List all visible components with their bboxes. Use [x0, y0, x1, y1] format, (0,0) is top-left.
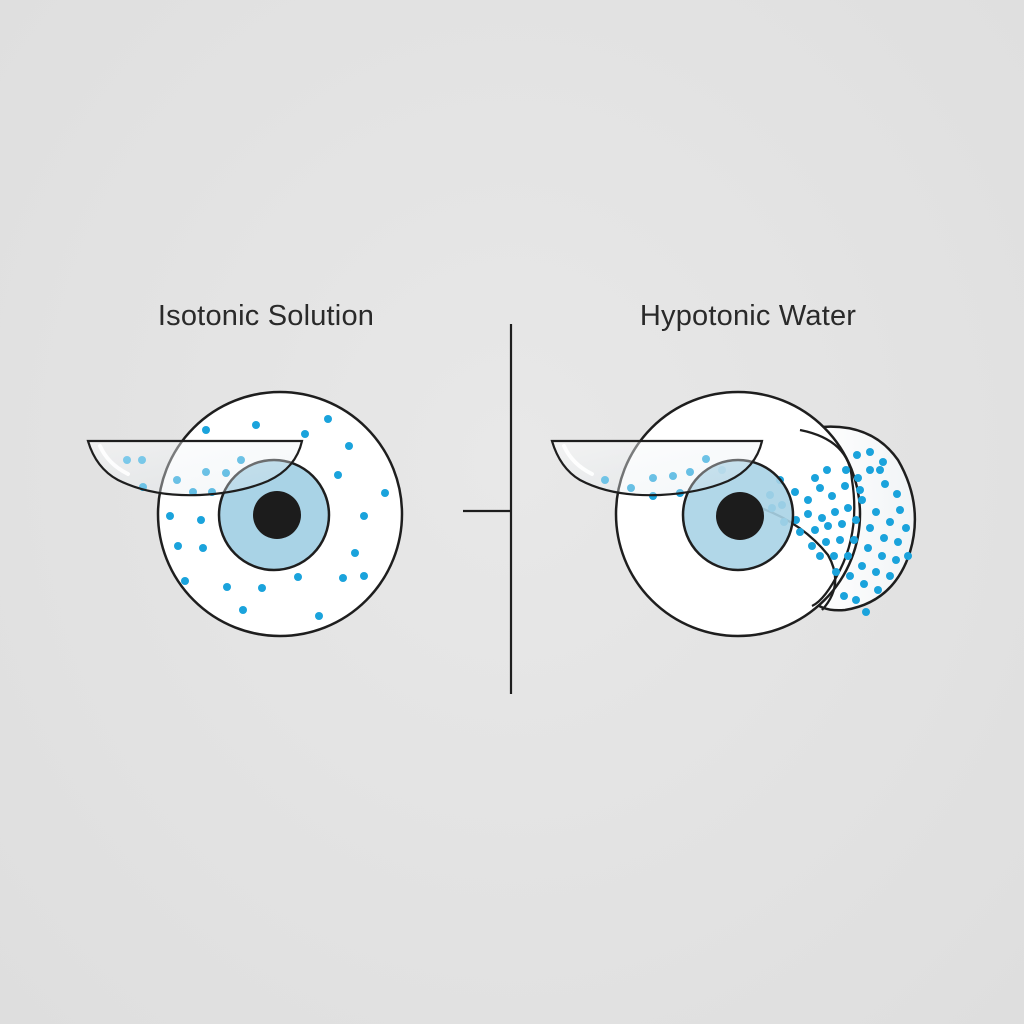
right-contact-lens — [550, 439, 764, 497]
particle-dot — [860, 580, 868, 588]
particle-dot — [879, 458, 887, 466]
particle-dot — [831, 508, 839, 516]
particle-dot — [197, 516, 205, 524]
particle-dot — [360, 512, 368, 520]
particle-dot — [856, 486, 864, 494]
left-lens-glare — [98, 444, 130, 476]
particle-dot — [811, 526, 819, 534]
particle-dot — [858, 496, 866, 504]
particle-dot — [852, 516, 860, 524]
left-contact-lens — [86, 439, 304, 497]
eye-icon — [86, 390, 404, 638]
particle-dot — [852, 596, 860, 604]
particle-dot — [816, 484, 824, 492]
particle-dot — [904, 552, 912, 560]
particle-dot — [846, 572, 854, 580]
particle-dot — [816, 552, 824, 560]
right-lens-glare — [562, 444, 594, 476]
particle-dot — [854, 474, 862, 482]
particle-dot — [808, 542, 816, 550]
particle-dot — [239, 606, 247, 614]
particle-dot — [822, 538, 830, 546]
particle-dot — [862, 608, 870, 616]
particle-dot — [181, 577, 189, 585]
particle-dot — [202, 426, 210, 434]
particle-dot — [864, 544, 872, 552]
particle-dot — [811, 474, 819, 482]
particle-dot — [881, 480, 889, 488]
particle-dot — [174, 542, 182, 550]
particle-dot — [844, 552, 852, 560]
particle-dot — [866, 448, 874, 456]
particle-dot — [886, 518, 894, 526]
particle-dot — [804, 496, 812, 504]
particle-dot — [294, 573, 302, 581]
particle-dot — [199, 544, 207, 552]
isotonic-title: Isotonic Solution — [157, 300, 375, 332]
particle-dot — [853, 451, 861, 459]
particle-dot — [351, 549, 359, 557]
particle-dot — [824, 522, 832, 530]
particle-dot — [796, 528, 804, 536]
left-pupil — [253, 491, 301, 539]
particle-dot — [258, 584, 266, 592]
particle-dot — [844, 504, 852, 512]
particle-dot — [893, 490, 901, 498]
particle-dot — [828, 492, 836, 500]
particle-dot — [223, 583, 231, 591]
particle-dot — [842, 466, 850, 474]
particle-dot — [339, 574, 347, 582]
particle-dot — [345, 442, 353, 450]
right-pupil — [716, 492, 764, 540]
particle-dot — [850, 536, 858, 544]
particle-dot — [334, 471, 342, 479]
swollen-eye-icon — [550, 390, 917, 638]
particle-dot — [315, 612, 323, 620]
particle-dot — [840, 592, 848, 600]
particle-dot — [872, 508, 880, 516]
particle-dot — [874, 586, 882, 594]
particle-dot — [832, 568, 840, 576]
particle-dot — [791, 488, 799, 496]
particle-dot — [866, 466, 874, 474]
hypotonic-title: Hypotonic Water — [639, 300, 857, 332]
divider — [463, 324, 513, 694]
particle-dot — [858, 562, 866, 570]
particle-dot — [818, 514, 826, 522]
particle-dot — [841, 482, 849, 490]
particle-dot — [872, 568, 880, 576]
particle-dot — [878, 552, 886, 560]
particle-dot — [894, 538, 902, 546]
particle-dot — [892, 556, 900, 564]
particle-dot — [886, 572, 894, 580]
particle-dot — [830, 552, 838, 560]
particle-dot — [823, 466, 831, 474]
particle-dot — [876, 466, 884, 474]
particle-dot — [880, 534, 888, 542]
particle-dot — [381, 489, 389, 497]
particle-dot — [838, 520, 846, 528]
particle-dot — [866, 524, 874, 532]
particle-dot — [301, 430, 309, 438]
particle-dot — [804, 510, 812, 518]
particle-dot — [166, 512, 174, 520]
particle-dot — [896, 506, 904, 514]
particle-dot — [252, 421, 260, 429]
particle-dot — [902, 524, 910, 532]
particle-dot — [836, 536, 844, 544]
particle-dot — [324, 415, 332, 423]
particle-dot — [360, 572, 368, 580]
